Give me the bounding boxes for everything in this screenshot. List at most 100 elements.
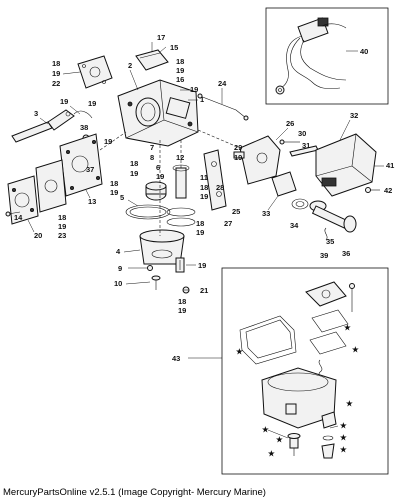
kit-star-10: ★: [268, 449, 276, 458]
cam-spring: [324, 227, 328, 241]
callout-33: 33: [262, 209, 270, 218]
repair-kit-diaphragm: [309, 309, 349, 355]
callout-8: 8: [150, 153, 154, 162]
callout-18-top-left: 18: [52, 59, 60, 68]
callout-11: 11: [200, 173, 208, 182]
callout-18-top: 18: [176, 57, 184, 66]
bowl-gasket: [125, 204, 171, 220]
callout-30: 30: [298, 129, 306, 138]
repair-kit-upper-plate: [305, 281, 347, 307]
callout-41: 41: [386, 161, 394, 170]
cam-washer: [291, 198, 309, 210]
callout-42: 42: [384, 186, 392, 195]
callout-19-body: 19: [190, 85, 198, 94]
bowl-drain-screw: [128, 265, 153, 271]
repair-kit-gasket: [239, 315, 297, 365]
callout-10: 10: [114, 279, 122, 288]
callout-15: 15: [170, 43, 178, 52]
callout-34: 34: [290, 221, 299, 230]
nozzle-assembly: [166, 164, 196, 227]
callout-28: 28: [216, 183, 224, 192]
carburetor-body: [117, 79, 199, 147]
callout-21: 21: [200, 286, 208, 295]
callout-25: 25: [232, 207, 240, 216]
repair-kit-jet: [321, 411, 337, 459]
fuel-bowl-cover-plate: [135, 49, 169, 71]
callout-19-washer: 19: [196, 228, 204, 237]
kit-star-3: ★: [352, 345, 360, 354]
idle-cam: [309, 200, 357, 233]
callout-19-float: 19: [130, 169, 138, 178]
callout-23: 23: [58, 231, 66, 240]
callout-19-nozzle: 19: [200, 192, 208, 201]
callout-22: 22: [52, 79, 60, 88]
enrichener-solenoid: [315, 133, 377, 197]
callout-29: 29: [234, 143, 242, 152]
callout-19-top-left: 19: [52, 69, 60, 78]
callout-35: 35: [326, 237, 334, 246]
callout-19-pump: 19: [104, 137, 112, 146]
callout-36: 36: [342, 249, 350, 258]
bowl-bottom-fitting: [151, 275, 161, 290]
callout-18-float: 18: [130, 159, 138, 168]
callout-7: 7: [150, 143, 154, 152]
repair-kit-screw: [349, 283, 355, 312]
inset-frame-top: [265, 7, 389, 105]
callout-19-lever-b: 19: [88, 99, 96, 108]
callout-40: 40: [360, 47, 368, 56]
kit-star-7: ★: [340, 445, 348, 454]
repair-kit-needle-valve: [287, 433, 301, 456]
main-jet: [175, 257, 185, 273]
callout-43: 43: [172, 354, 180, 363]
callout-19-left: 19: [110, 188, 118, 197]
fuel-pump-body: [59, 133, 103, 197]
callout-18-left: 18: [110, 179, 118, 188]
top-cover-gasket: [77, 55, 113, 89]
kit-star-1: ★: [236, 347, 244, 356]
solenoid-plunger-screw: [279, 139, 300, 145]
callout-1: 1: [200, 95, 204, 104]
callout-2: 2: [128, 61, 132, 70]
callout-19-bracket: 19: [234, 153, 242, 162]
callout-19-lever: 19: [60, 97, 68, 106]
callout-37: 37: [86, 165, 94, 174]
callout-13: 13: [88, 197, 96, 206]
image-copyright-caption: MercuryPartsOnline v2.5.1 (Image Copyrig…: [3, 487, 266, 498]
callout-12: 12: [176, 153, 184, 162]
callout-18-nozzle: 18: [200, 183, 208, 192]
inset-frame-bottom: [221, 267, 389, 475]
callout-19-jet: 19: [198, 261, 206, 270]
kit-star-8: ★: [262, 425, 270, 434]
kit-star-5: ★: [340, 421, 348, 430]
callout-6: 6: [156, 163, 160, 172]
callout-39: 39: [320, 251, 328, 260]
callout-32: 32: [350, 111, 358, 120]
pump-cover-screw: [5, 211, 21, 217]
throttle-lever: [11, 109, 93, 143]
callout-27: 27: [224, 219, 232, 228]
callout-19-top: 19: [176, 66, 184, 75]
plug-screw: [182, 286, 190, 294]
callout-19-plug: 19: [178, 306, 186, 315]
solenoid-screw: [365, 187, 380, 193]
callout-3: 3: [34, 109, 38, 118]
callout-18-plug: 18: [178, 297, 186, 306]
link-rod: [197, 93, 249, 121]
callout-31: 31: [302, 141, 310, 150]
callout-18-washer: 18: [196, 219, 204, 228]
cam-follower: [271, 171, 297, 197]
float-bowl: [139, 229, 185, 265]
kit-star-6: ★: [340, 433, 348, 442]
callout-19-pump-b: 19: [58, 222, 66, 231]
repair-kit-float-bowl: [261, 367, 337, 429]
callout-16: 16: [176, 75, 184, 84]
pump-cover: [7, 175, 39, 225]
callout-14: 14: [14, 213, 23, 222]
callout-38: 38: [80, 123, 88, 132]
kit-star-2: ★: [344, 323, 352, 332]
callout-4: 4: [116, 247, 121, 256]
callout-9: 9: [118, 264, 122, 273]
callout-17: 17: [157, 33, 165, 42]
kit-star-9: ★: [276, 435, 284, 444]
callout-26: 26: [286, 119, 294, 128]
